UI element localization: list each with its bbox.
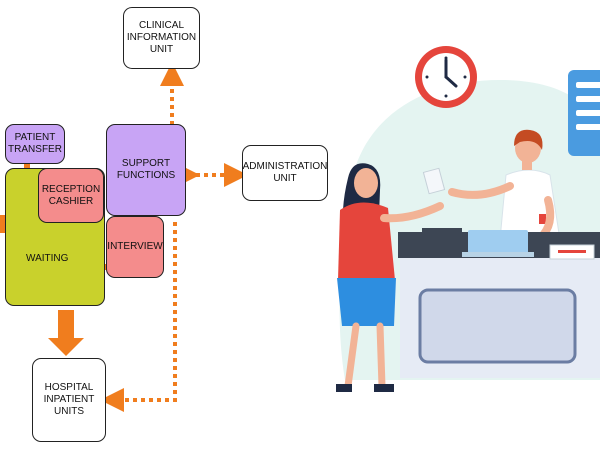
dotted-arrow-hospital (100, 222, 177, 412)
clinical-information-unit-box: CLINICAL INFORMATION UNIT (123, 7, 200, 69)
arrow-waiting-hospital (48, 310, 84, 356)
patient-figure (336, 163, 444, 392)
patient-transfer-box: PATIENT TRANSFER (5, 124, 65, 164)
hospital-inpatient-units-box: HOSPITAL INPATIENT UNITS (32, 358, 106, 442)
receptionist-figure (448, 129, 561, 242)
interview-box: INTERVIEW (106, 216, 164, 278)
document-panel (568, 70, 600, 156)
reception-cashier-box: RECEPTION CASHIER (38, 168, 104, 223)
wall-clock-icon (415, 46, 477, 108)
support-functions-box: SUPPORT FUNCTIONS (106, 124, 186, 216)
administration-unit-box: ADMINISTRATION UNIT (242, 145, 328, 201)
reception-desk (398, 228, 600, 378)
